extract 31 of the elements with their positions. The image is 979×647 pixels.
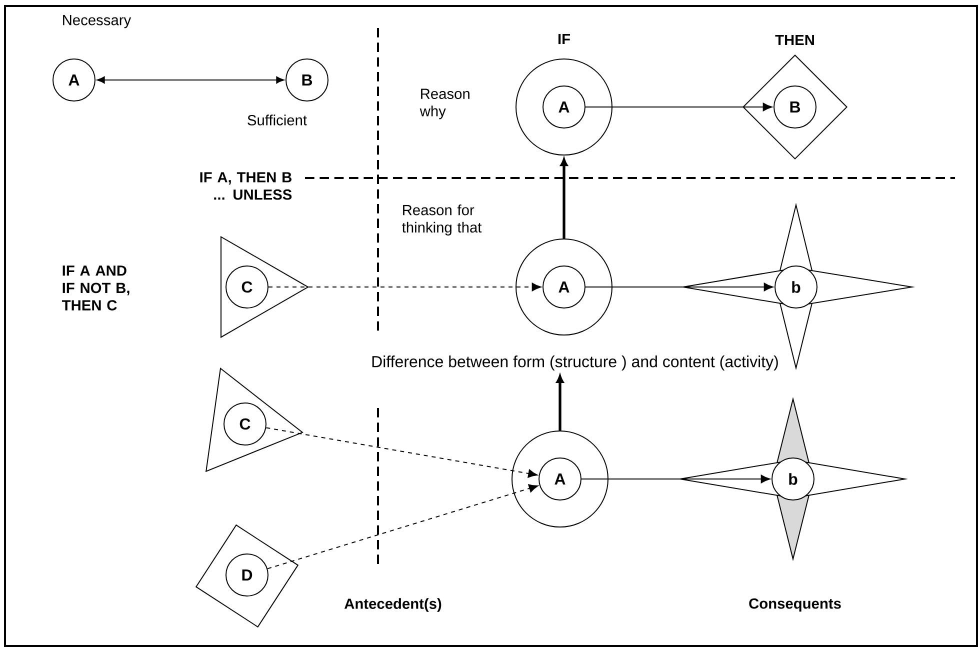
section-heading: Consequents bbox=[749, 598, 841, 612]
circle-node: A bbox=[542, 266, 586, 308]
arrow bbox=[581, 474, 770, 484]
note-text: Reason for thinking that bbox=[402, 204, 482, 236]
section-heading: Antecedent(s) bbox=[344, 598, 442, 612]
arrow bbox=[267, 484, 538, 570]
arrow bbox=[268, 282, 542, 292]
section-heading: IF A AND IF NOT B, THEN C bbox=[62, 266, 130, 310]
side-label: Sufficient bbox=[248, 114, 307, 126]
section-heading: IF A, THEN B ... UNLESS bbox=[200, 172, 292, 200]
note-text: Reason why bbox=[420, 88, 470, 120]
arrow bbox=[585, 102, 772, 112]
caption-text: Difference between form (structure ) and content (activity) bbox=[372, 356, 778, 370]
arrow bbox=[585, 282, 774, 292]
circle-node: b bbox=[772, 458, 814, 500]
arrow bbox=[560, 158, 568, 238]
node-label: THEN bbox=[775, 34, 814, 46]
arrow bbox=[266, 427, 538, 478]
circle-node: B bbox=[286, 58, 328, 102]
circle-node: C bbox=[226, 266, 268, 308]
node-label: IF bbox=[558, 34, 570, 44]
circle-node: D bbox=[226, 554, 268, 596]
circle-node: A bbox=[538, 458, 582, 500]
circle-node: C bbox=[224, 402, 266, 446]
circle-node: b bbox=[774, 266, 818, 308]
circle-node: A bbox=[542, 86, 586, 128]
circle-node: B bbox=[774, 86, 816, 128]
arrow bbox=[96, 76, 284, 84]
side-label: Necessary bbox=[63, 15, 132, 28]
arrow bbox=[556, 375, 564, 430]
circle-node: A bbox=[52, 58, 96, 102]
